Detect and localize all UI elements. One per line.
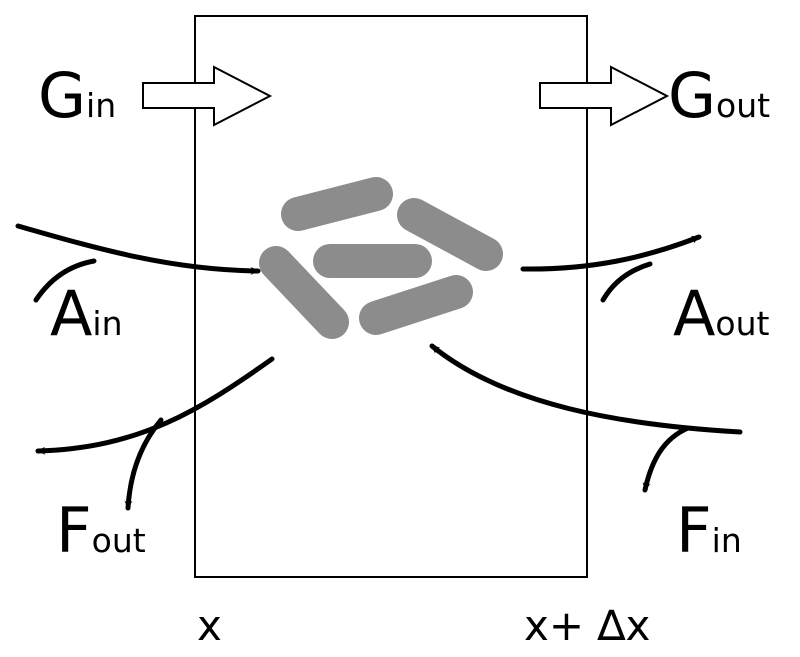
label-f-in: Fin [676,494,742,567]
a-out-branch-curve [600,261,653,303]
label-g-out: Gout [668,59,770,132]
bacteria-cluster [259,177,503,339]
g-in-arrow [142,65,273,127]
a-in-arrow [15,223,261,275]
label-g-in: Gin [38,59,116,132]
label-f-out: Fout [56,494,146,567]
g-out-arrow [539,65,670,127]
f-out-branch-arrow [124,417,164,511]
f-in-branch-arrow [642,425,691,493]
cell-2 [397,198,503,271]
cell-4 [259,246,349,339]
label-a-out: Aout [673,277,770,350]
axis-label-x: x [197,601,222,650]
cell-1 [281,177,393,231]
a-in-branch-curve [33,258,97,303]
axis-label-x-plus-dx: x+ ∆x [524,601,650,650]
cell-5 [359,275,473,335]
label-a-in: Ain [50,277,123,350]
f-in-arrow [429,343,743,435]
f-out-arrow [35,356,275,455]
a-out-arrow [520,234,702,272]
